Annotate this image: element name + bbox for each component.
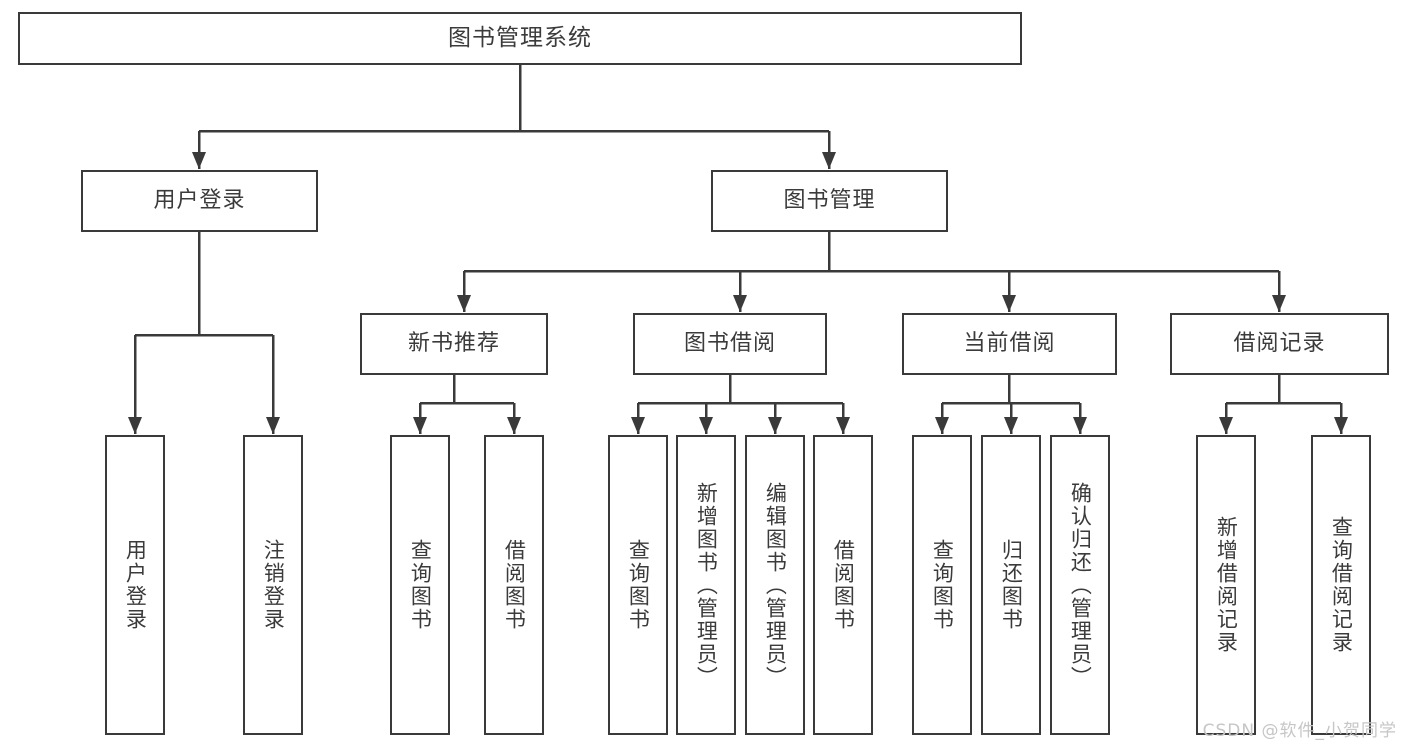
node-leaf-add-record[interactable]: 新增借阅记录	[1196, 435, 1256, 735]
node-label: 确认归还（管理员）	[1068, 481, 1093, 689]
node-label: 借阅图书	[831, 539, 856, 631]
node-leaf-logout[interactable]: 注销登录	[243, 435, 303, 735]
node-label: 图书管理	[783, 188, 876, 213]
node-leaf-query-book-rec[interactable]: 查询图书	[390, 435, 450, 735]
node-leaf-borrow-book-rec[interactable]: 借阅图书	[484, 435, 544, 735]
node-label: 新增借阅记录	[1214, 516, 1239, 654]
node-leaf-borrow-book[interactable]: 借阅图书	[813, 435, 873, 735]
node-label: 查询借阅记录	[1329, 516, 1354, 654]
node-leaf-user-login[interactable]: 用户登录	[105, 435, 165, 735]
node-leaf-return-book[interactable]: 归还图书	[981, 435, 1041, 735]
node-label: 图书管理系统	[448, 25, 592, 51]
node-leaf-query-book-borrow[interactable]: 查询图书	[608, 435, 668, 735]
node-borrow-record[interactable]: 借阅记录	[1170, 313, 1389, 375]
node-label: 借阅图书	[502, 539, 527, 631]
node-label: 借阅记录	[1233, 331, 1326, 356]
node-label: 用户登录	[123, 539, 148, 631]
node-new-book-recommend[interactable]: 新书推荐	[360, 313, 548, 375]
node-book-manage[interactable]: 图书管理	[711, 170, 948, 232]
node-book-borrow[interactable]: 图书借阅	[633, 313, 827, 375]
node-leaf-confirm-return[interactable]: 确认归还（管理员）	[1050, 435, 1110, 735]
node-label: 查询图书	[408, 539, 433, 631]
node-label: 编辑图书（管理员）	[763, 481, 788, 689]
watermark: CSDN @软件_小贺同学	[1202, 721, 1397, 741]
node-user-login[interactable]: 用户登录	[81, 170, 318, 232]
node-leaf-query-record[interactable]: 查询借阅记录	[1311, 435, 1371, 735]
node-label: 归还图书	[999, 539, 1024, 631]
node-label: 用户登录	[153, 188, 246, 213]
node-current-borrow[interactable]: 当前借阅	[902, 313, 1117, 375]
node-leaf-add-book[interactable]: 新增图书（管理员）	[676, 435, 736, 735]
node-leaf-query-book-current[interactable]: 查询图书	[912, 435, 972, 735]
node-label: 查询图书	[626, 539, 651, 631]
node-label: 图书借阅	[683, 331, 776, 356]
node-label: 新书推荐	[407, 331, 500, 356]
node-label: 新增图书（管理员）	[694, 481, 719, 689]
node-root[interactable]: 图书管理系统	[18, 12, 1022, 65]
node-label: 当前借阅	[963, 331, 1056, 356]
node-label: 注销登录	[261, 539, 286, 631]
node-leaf-edit-book[interactable]: 编辑图书（管理员）	[745, 435, 805, 735]
node-label: 查询图书	[930, 539, 955, 631]
